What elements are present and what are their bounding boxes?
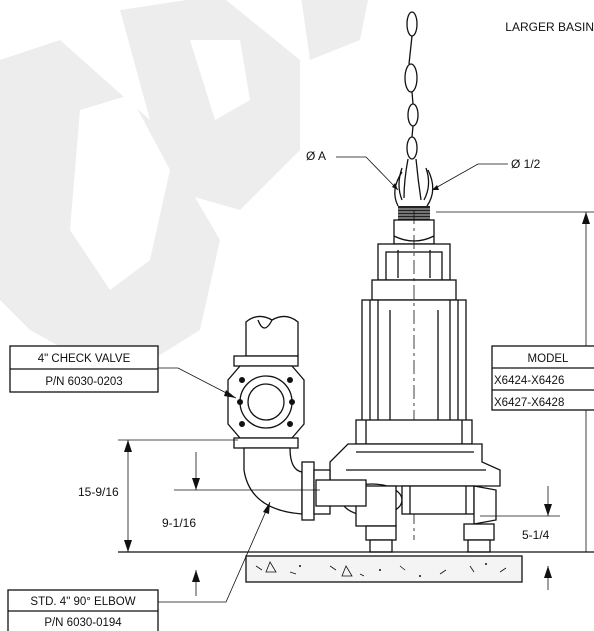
model-box: MODEL X6424-X6426 X6427-X6428: [491, 345, 594, 411]
dia-half-label: Ø 1/2: [511, 157, 541, 171]
check-valve-title: 4" CHECK VALVE: [38, 353, 131, 365]
lifting-chain: [398, 11, 430, 201]
elbow-part: P/N 6030-0194: [44, 617, 122, 629]
discharge-height-label: 9-1/16: [162, 516, 196, 530]
discharge-height-dimension: [174, 452, 320, 596]
discharge-assembly: [227, 315, 367, 521]
model-row-1: X6424-X6426: [494, 375, 564, 387]
dia-a-leader: [336, 156, 399, 191]
dia-half-leader: [431, 163, 508, 191]
check-valve-box: 4" CHECK VALVE P/N 6030-0203: [9, 345, 159, 393]
outlet-height-label: 15-9/16: [78, 485, 119, 499]
elbow-title: STD. 4" 90° ELBOW: [30, 596, 135, 608]
elbow-leader: [158, 501, 271, 603]
power-cables: [394, 169, 434, 207]
dia-a-label: Ø A: [306, 149, 326, 163]
check-valve-part: P/N 6030-0203: [45, 376, 122, 388]
concrete-slab: [245, 555, 523, 583]
outlet-height-dimension: [118, 439, 238, 552]
model-row-2: X6427-X6428: [494, 397, 564, 409]
elbow-box: STD. 4" 90° ELBOW P/N 6030-0194: [7, 589, 159, 631]
check-valve-leader: [158, 367, 237, 399]
top-note: LARGER BASIN: [505, 20, 594, 34]
watermark: [0, 0, 368, 380]
motor-housing: [355, 210, 473, 540]
base-height-dimension: [480, 486, 560, 590]
base-height-label: 5-1/4: [522, 528, 550, 542]
model-title: MODEL: [528, 353, 570, 365]
